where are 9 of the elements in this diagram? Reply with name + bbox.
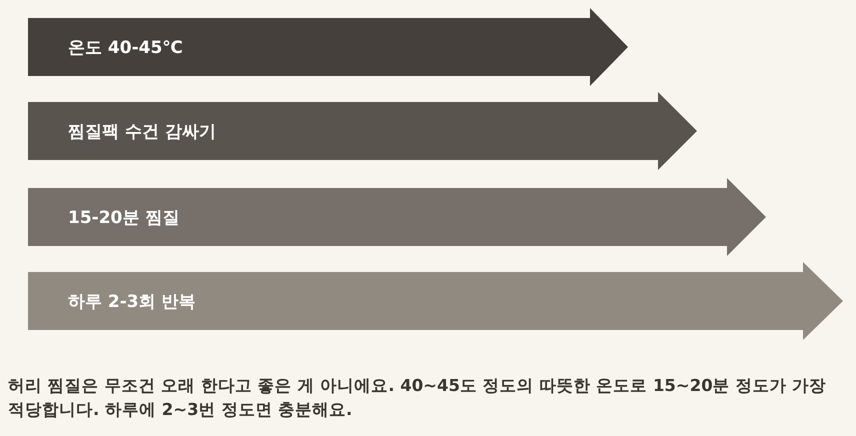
step-label: 찜질팩 수건 감싸기 [68, 121, 216, 143]
arrow-banner [28, 178, 766, 256]
step-label: 온도 40-45℃ [68, 37, 183, 59]
arrow-banner [28, 262, 843, 340]
arrow-banner [28, 8, 628, 86]
caption: 허리 찜질은 무조건 오래 한다고 좋은 게 아니에요. 40~45도 정도의 따뜻한 온도로 15~20분 정도가 가장 적당합니다. 하루에 2~3번 정도면 충분해요. [8, 375, 828, 421]
step-label: 하루 2-3회 반복 [68, 291, 196, 313]
step-label: 15-20분 찜질 [68, 207, 180, 229]
arrow-banner [28, 92, 697, 170]
